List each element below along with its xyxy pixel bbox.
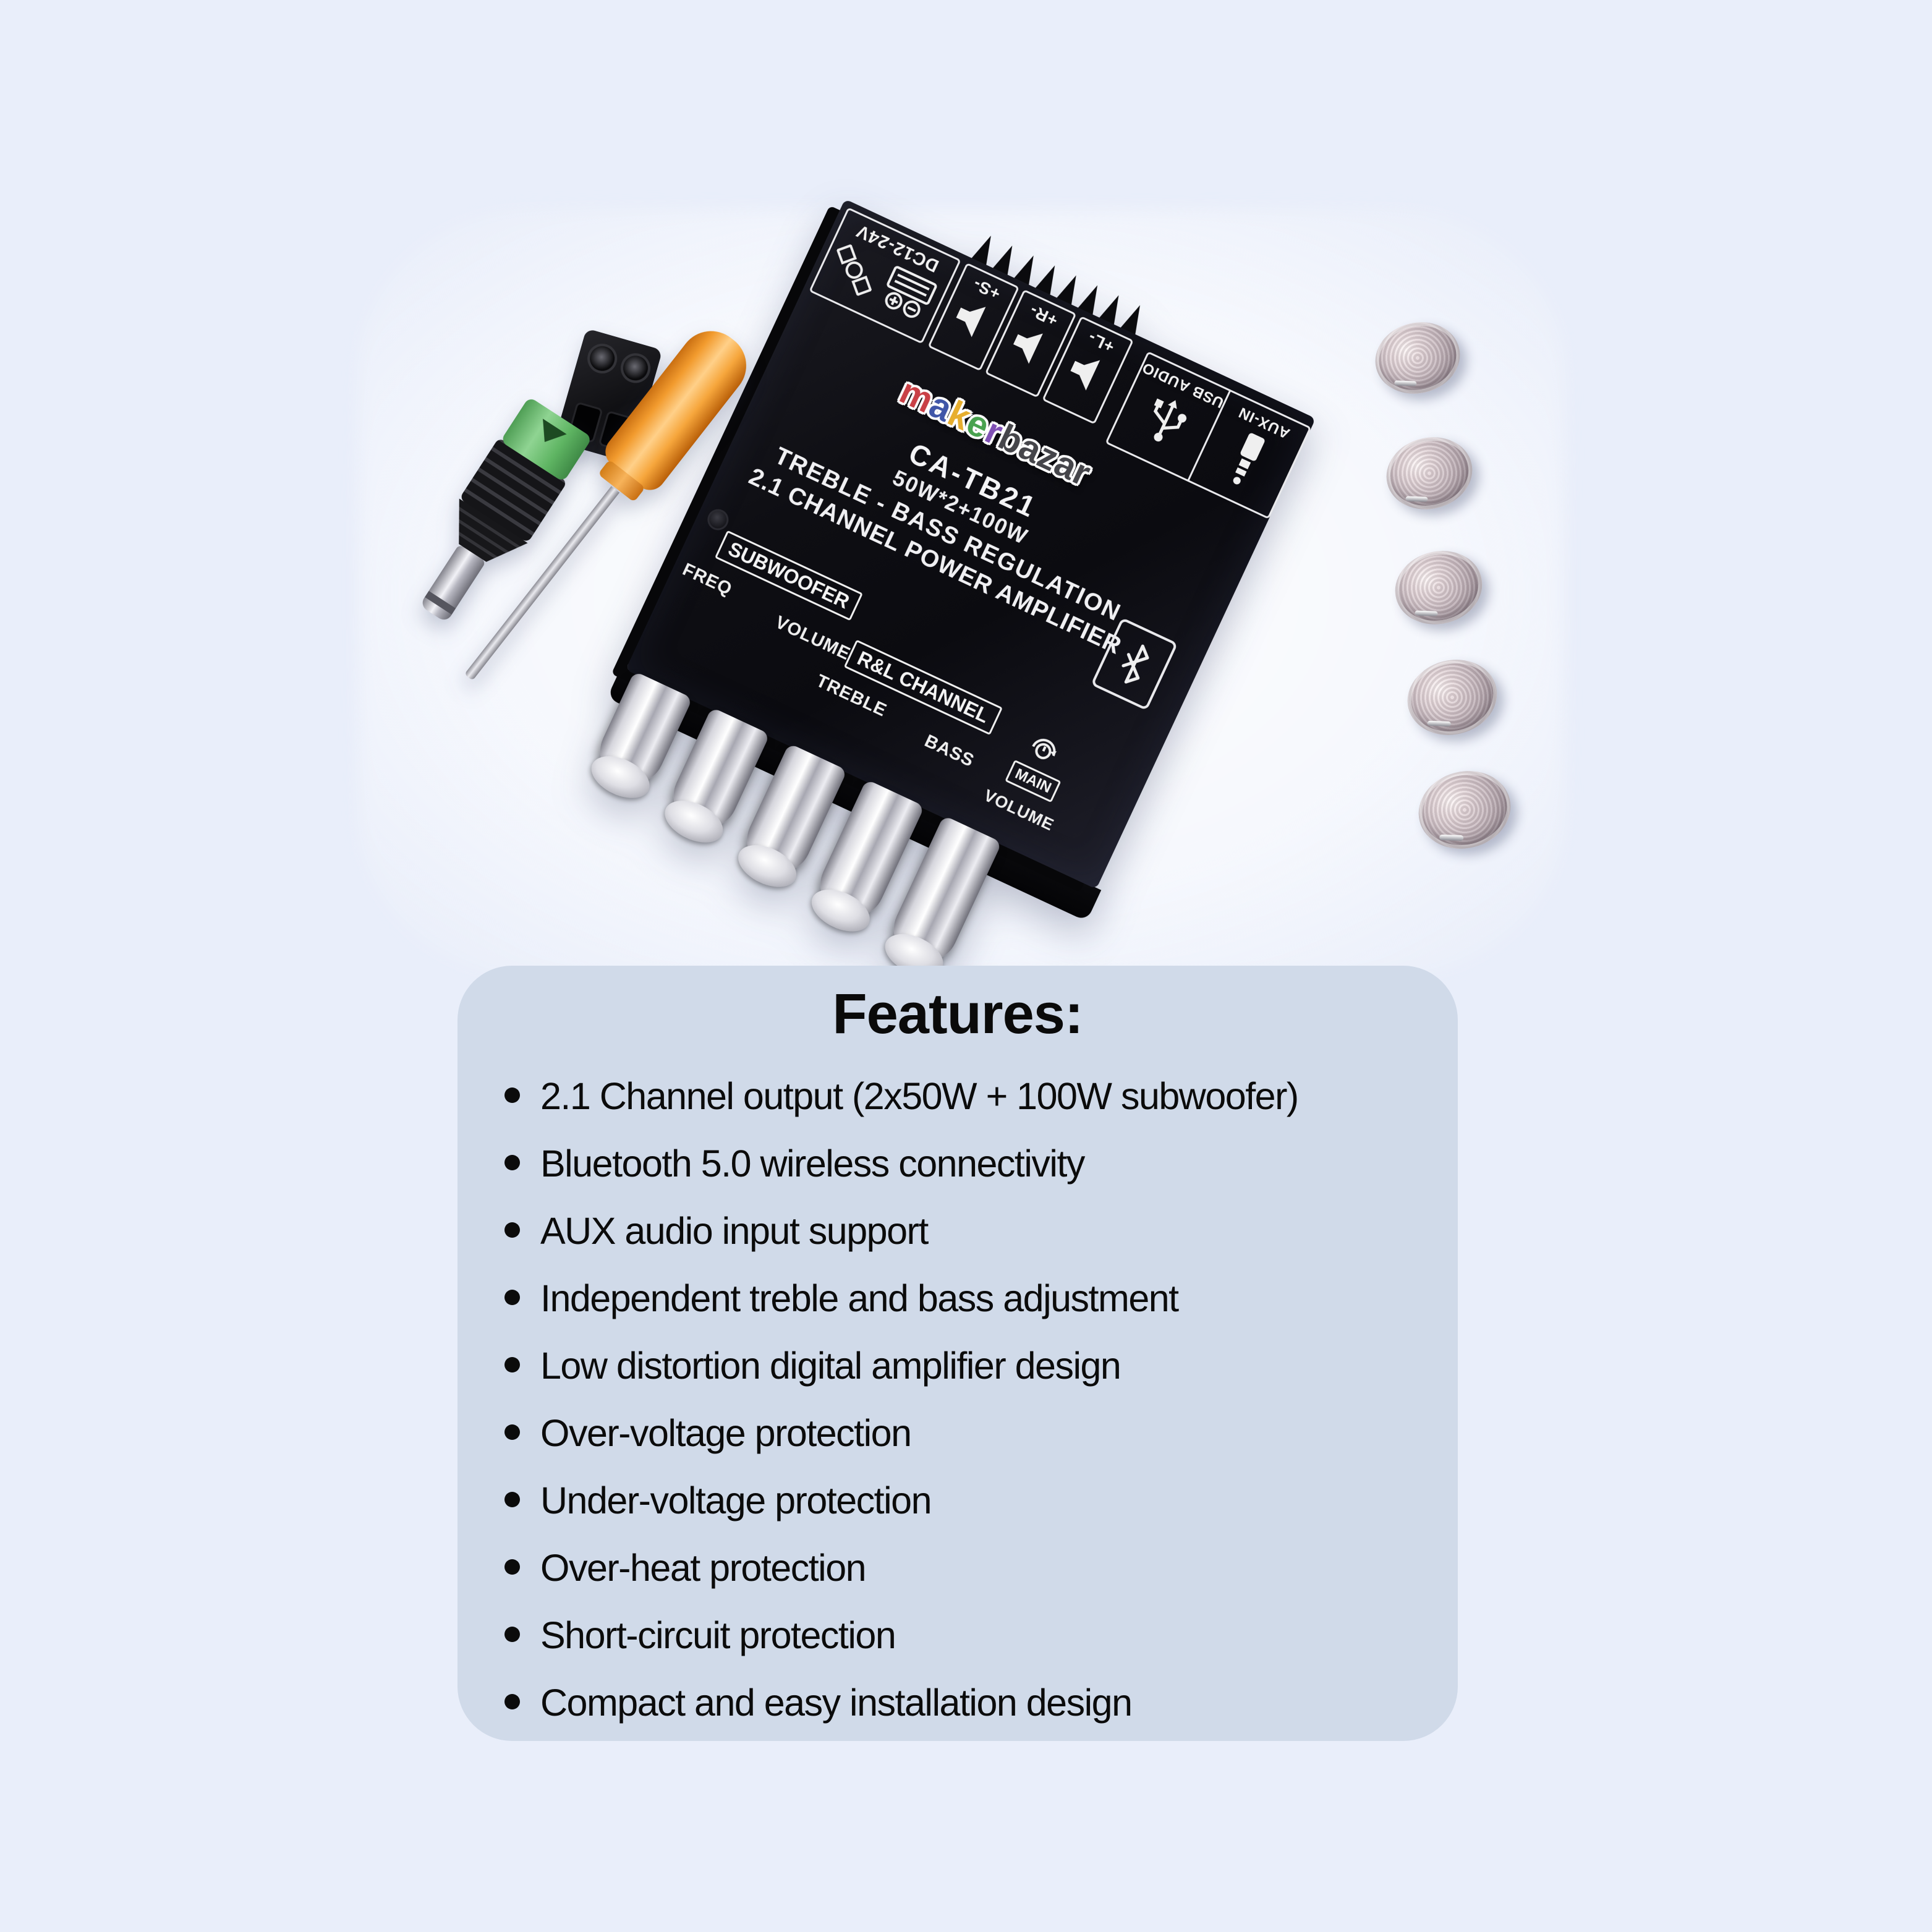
feature-item: Under-voltage protection (501, 1467, 1431, 1534)
feature-item: Low distortion digital amplifier design (501, 1332, 1431, 1400)
features-list: 2.1 Channel output (2x50W + 100W subwoof… (485, 1063, 1431, 1737)
speaker-icon (944, 291, 1002, 348)
terminal-pin (1036, 262, 1062, 295)
audio-input-ports: USB AUDIO AUX-IN (1105, 351, 1312, 519)
aux-jack-icon (1218, 426, 1275, 493)
speaker-icon (1058, 344, 1115, 401)
terminal-pin (1057, 272, 1083, 305)
dc-plug-polarity-icon (823, 240, 885, 300)
subwoofer-output-box: +S- (927, 262, 1020, 372)
feature-item: Independent treble and bass adjustment (501, 1265, 1431, 1332)
feature-item: Over-voltage protection (501, 1400, 1431, 1467)
usb-icon (1133, 385, 1201, 454)
feature-item: Short-circuit protection (501, 1602, 1431, 1669)
polarity-plus-minus-icon (874, 264, 940, 326)
terminal-pin (1015, 252, 1041, 285)
feature-item: 2.1 Channel output (2x50W + 100W subwoof… (501, 1063, 1431, 1130)
aux-in-port: AUX-IN (1187, 391, 1309, 517)
terminal-pin (993, 242, 1019, 275)
bluetooth-badge (1091, 617, 1178, 711)
bluetooth-icon (1112, 638, 1157, 691)
terminal-hole (584, 340, 621, 377)
speaker-output-ports: +S- +R- +L- (927, 262, 1134, 425)
features-title: Features: (832, 982, 1083, 1045)
feature-item: Bluetooth 5.0 wireless connectivity (501, 1130, 1431, 1198)
dc-power-port-box: DC12-24V (809, 207, 961, 344)
terminal-pin (1099, 292, 1126, 325)
feature-item: Over-heat protection (501, 1534, 1431, 1602)
dc-port-icons (823, 240, 940, 326)
feature-item: AUX audio input support (501, 1198, 1431, 1265)
terminal-pin (1078, 282, 1105, 315)
amplifier-board: DC12-24V (590, 198, 1316, 972)
features-panel: Features: 2.1 Channel output (2x50W + 10… (457, 966, 1458, 1741)
terminal-hole (617, 349, 654, 387)
speaker-icon (1001, 317, 1058, 375)
left-output-box: +L- (1042, 315, 1134, 425)
feature-item: Compact and easy installation design (501, 1669, 1431, 1737)
right-output-box: +R- (984, 289, 1077, 398)
usb-audio-port: USB AUDIO (1107, 354, 1228, 480)
rotate-volume-icon (1021, 727, 1066, 773)
